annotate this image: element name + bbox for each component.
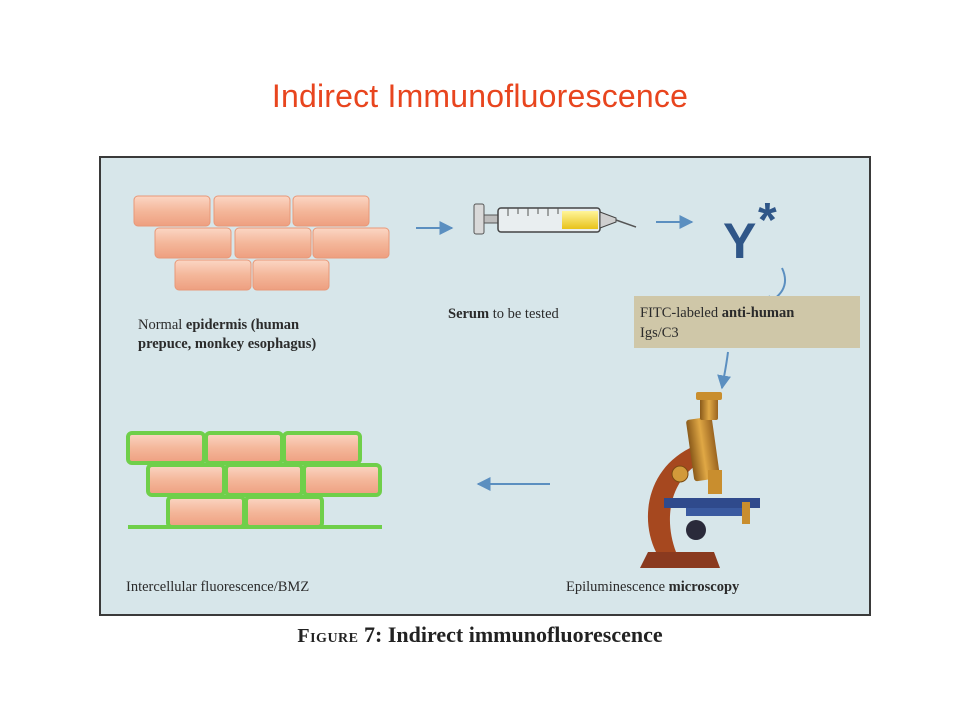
epidermis-label: Normal epidermis (human prepuce, monkey … (138, 317, 317, 352)
fluorescent-cells (126, 431, 382, 529)
antibody-symbol-icon: Y (723, 213, 756, 269)
syringe-icon (473, 203, 637, 235)
microscope-icon (640, 392, 760, 568)
fluorescent-star-icon: * (758, 194, 777, 247)
result-label: Intercellular fluorescence/BMZ (126, 579, 310, 595)
figure-caption: Figure 7: Indirect immunofluorescence (297, 622, 663, 647)
serum-label: Serum to be tested (448, 306, 559, 322)
epidermis-cells (133, 195, 390, 291)
arrow-to-microscope (717, 351, 731, 390)
antibody-label-box: FITC-labeled anti-human Igs/C3 (634, 296, 860, 348)
antibody-label: FITC-labeled anti-human Igs/C3 (640, 305, 795, 341)
microscopy-label: Epiluminescence microscopy (566, 579, 740, 595)
slide-title: Indirect Immunofluorescence (271, 78, 689, 114)
